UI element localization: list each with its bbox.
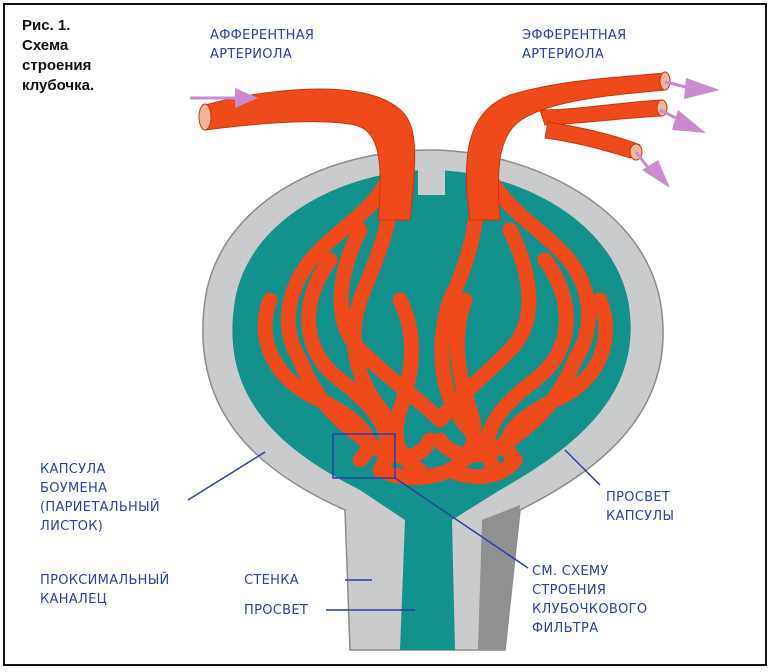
efferent-arrow-head-2 (672, 110, 706, 133)
tubule-wall-shadow (478, 505, 520, 650)
label-filter-reference: СМ. СХЕМУ СТРОЕНИЯ КЛУБОЧКОВОГО ФИЛЬТРА (532, 562, 647, 638)
label-efferent-arteriole: ЭФФЕРЕНТНАЯ АРТЕРИОЛА (522, 26, 626, 64)
label-proximal-tubule: ПРОКСИМАЛЬНЫЙ КАНАЛЕЦ (40, 571, 170, 609)
efferent-arrow-head-1 (684, 78, 720, 99)
label-capsule-lumen: ПРОСВЕТ КАПСУЛЫ (606, 488, 674, 526)
afferent-end (199, 104, 211, 130)
efferent-branch-2 (545, 122, 640, 158)
figure-caption: Рис. 1. Схема строения клубочка. (22, 16, 142, 96)
label-lumen: ПРОСВЕТ (244, 601, 308, 620)
efferent-end-1 (660, 72, 670, 90)
label-afferent-arteriole: АФФЕРЕНТНАЯ АРТЕРИОЛА (210, 26, 314, 64)
leader-bowman (188, 452, 265, 500)
label-bowman-capsule: КАПСУЛА БОУМЕНА (ПАРИЕТАЛЬНЫЙ ЛИСТОК) (40, 460, 160, 536)
label-wall: СТЕНКА (244, 571, 299, 590)
